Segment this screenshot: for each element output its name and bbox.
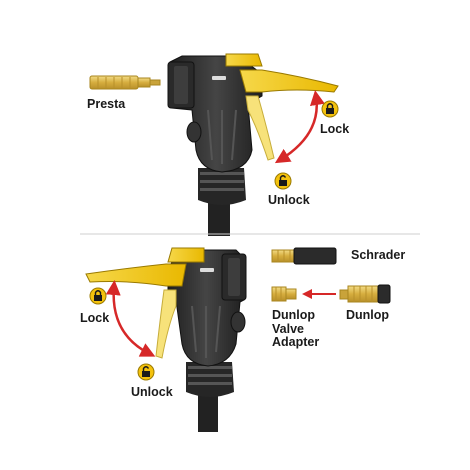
presta-valve bbox=[89, 75, 161, 90]
bottom-lock-lever bbox=[85, 263, 187, 287]
top-unlock-lever bbox=[245, 95, 275, 161]
top-pump-head bbox=[167, 53, 339, 236]
top-lock-label: Lock bbox=[320, 122, 350, 136]
top-lock-lever bbox=[239, 69, 339, 93]
bottom-lock-icon bbox=[89, 287, 107, 305]
dunlop-adapter-line-3: Adapter bbox=[272, 335, 320, 349]
dunlop-label: Dunlop bbox=[346, 308, 390, 322]
top-unlock-icon bbox=[274, 172, 292, 190]
bottom-lock-label: Lock bbox=[80, 311, 110, 325]
bottom-lock-unlock-arrow bbox=[105, 280, 156, 357]
bottom-pump-head bbox=[85, 247, 247, 432]
bottom-unlock-label: Unlock bbox=[131, 385, 173, 399]
dunlop-adapter-line-2: Valve bbox=[272, 321, 304, 336]
top-lock-unlock-arrow bbox=[274, 90, 325, 164]
schrader-valve bbox=[271, 247, 337, 265]
top-side-knob bbox=[186, 121, 202, 143]
dunlop-adapter-label: Dunlop Valve Adapter bbox=[272, 308, 342, 350]
dunlop-valve-adapter bbox=[271, 286, 297, 302]
top-lower-collar bbox=[198, 168, 246, 205]
bottom-unlock-lever bbox=[155, 289, 177, 359]
top-hose bbox=[208, 196, 230, 236]
bottom-unlock-icon bbox=[137, 363, 155, 381]
bottom-hose bbox=[198, 390, 218, 432]
bottom-yellow-cap bbox=[167, 247, 205, 263]
bottom-lower-collar bbox=[186, 362, 234, 397]
schrader-label: Schrader bbox=[351, 248, 406, 262]
top-lock-icon bbox=[321, 100, 339, 118]
bottom-side-knob bbox=[230, 311, 246, 333]
dunlop-valve bbox=[339, 284, 391, 304]
top-yellow-cap bbox=[225, 53, 263, 67]
presta-label: Presta bbox=[87, 97, 126, 111]
dunlop-adapter-line-1: Dunlop bbox=[272, 308, 316, 322]
top-unlock-label: Unlock bbox=[268, 193, 310, 207]
